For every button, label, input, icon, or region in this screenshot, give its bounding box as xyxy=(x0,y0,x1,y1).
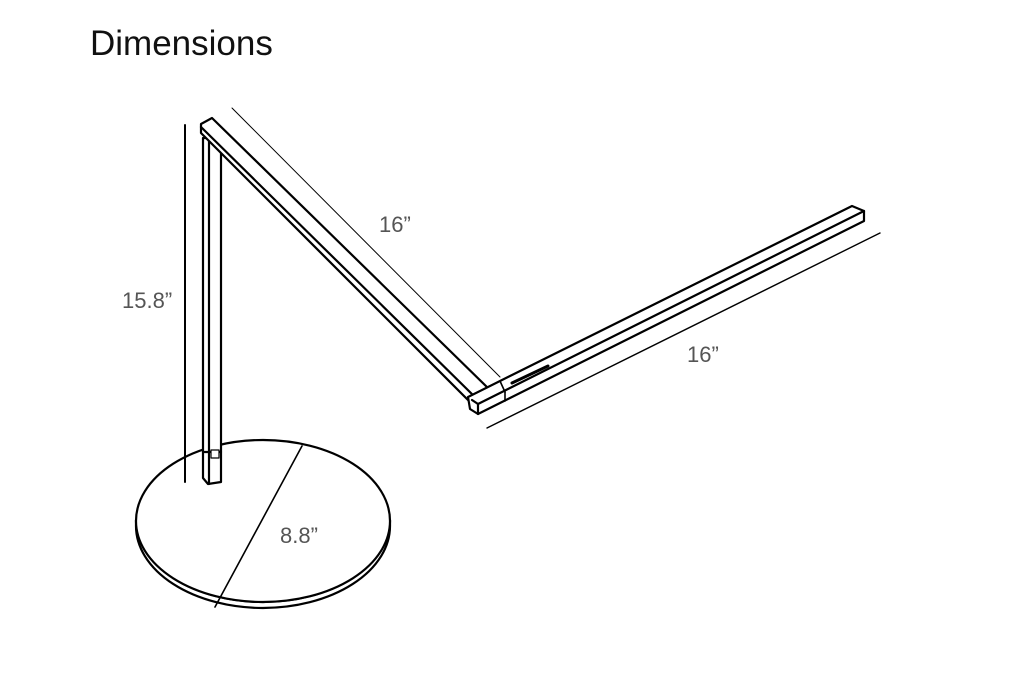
height-label: 15.8” xyxy=(122,288,172,313)
upper-arm xyxy=(199,116,492,404)
lamp-base xyxy=(134,438,392,610)
base-diameter-label: 8.8” xyxy=(280,523,318,548)
lower-arm xyxy=(466,204,866,416)
upper-arm-dimension-line xyxy=(231,107,501,378)
lower-arm-label: 16” xyxy=(687,342,719,367)
base-diameter-line xyxy=(214,445,303,608)
lamp-post xyxy=(201,136,223,486)
upper-arm-label: 16” xyxy=(379,212,411,237)
page-title: Dimensions xyxy=(90,24,273,63)
lower-arm-dimension-line xyxy=(486,232,881,429)
